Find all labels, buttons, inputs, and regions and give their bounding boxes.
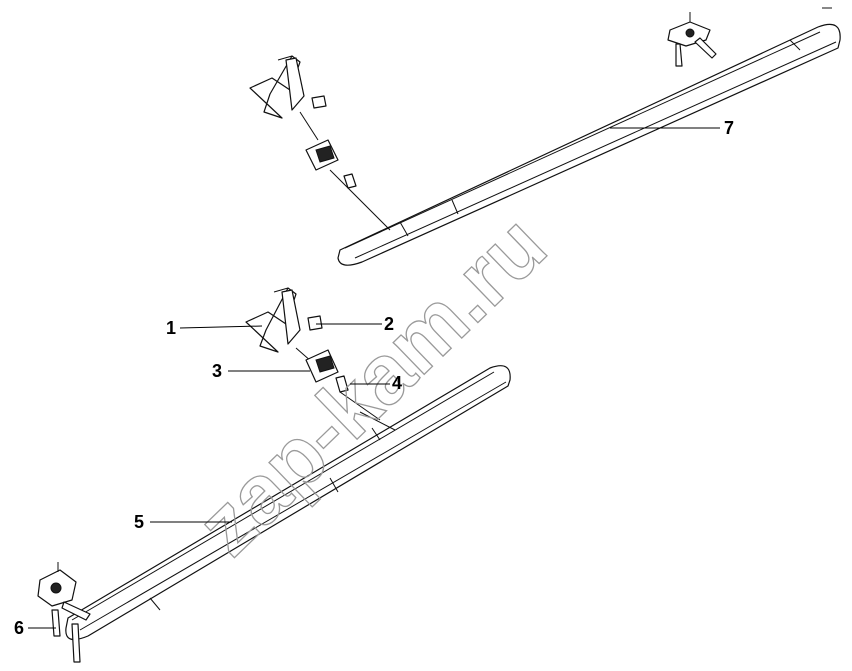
callout-3: 3 [212, 361, 222, 381]
upper-end-mount [667, 7, 832, 67]
callout-2: 2 [384, 314, 394, 334]
lower-end-mount-part-6 [37, 562, 91, 663]
upper-rail-part-7 [337, 23, 841, 266]
callout-4: 4 [392, 373, 402, 393]
callout-5: 5 [134, 512, 144, 532]
callout-1: 1 [166, 318, 176, 338]
upper-bracket-assembly [249, 55, 391, 231]
callout-7: 7 [724, 118, 734, 138]
lower-rail-part-5 [65, 365, 511, 641]
callout-leaders [28, 127, 720, 629]
callout-6: 6 [14, 618, 24, 638]
lower-bracket-assembly [245, 287, 381, 421]
leader-1 [179, 325, 263, 329]
